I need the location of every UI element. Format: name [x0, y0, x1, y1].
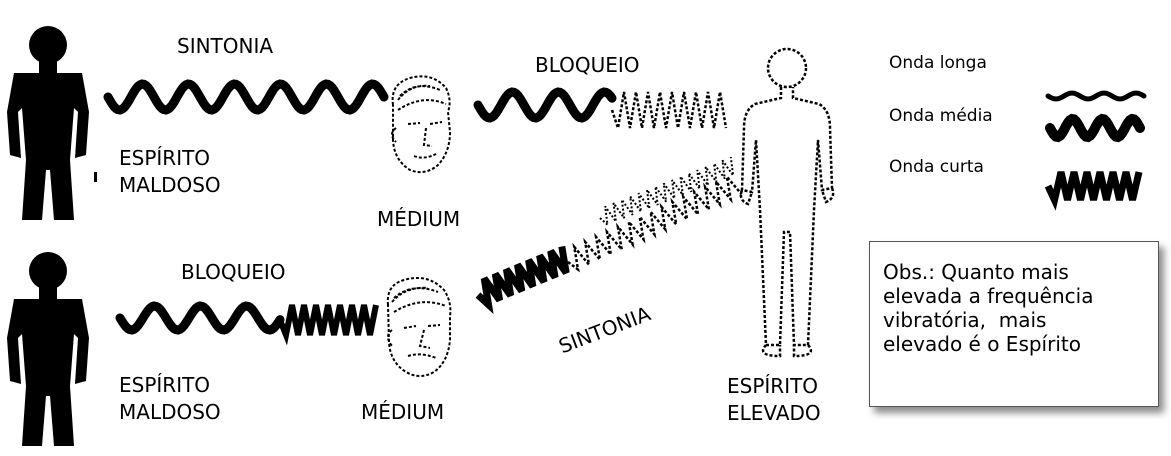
legend-long-wave-icon	[1045, 90, 1147, 102]
bottom-block-medium-wave	[115, 301, 285, 335]
stray-mark	[94, 172, 97, 182]
diagonal-short-wave-thin	[567, 172, 743, 273]
top-block-medium-wave	[473, 87, 617, 123]
note-line-3: vibratória, mais	[883, 308, 1047, 332]
diagonal-short-wave-dotted	[599, 156, 735, 228]
elevated-spirit-outline-figure-icon	[739, 47, 835, 358]
label-bloqueio-top: BLOQUEIO	[535, 53, 640, 77]
note-line-4: elevado é o Espírito	[883, 332, 1081, 356]
label-maldoso-bottom: MALDOSO	[119, 400, 221, 424]
diagonal-short-wave-thick	[475, 245, 570, 315]
label-espirito-elevado-2: ELEVADO	[727, 401, 821, 425]
legend-long-label: Onda longa	[889, 53, 987, 73]
label-medium-bottom: MÉDIUM	[361, 400, 445, 424]
top-block-short-wave	[610, 91, 728, 129]
note-line-2: elevada a frequência	[883, 284, 1094, 308]
label-espirito-bottom: ESPÍRITO	[119, 373, 211, 397]
bottom-block-short-wave	[277, 304, 379, 346]
evil-spirit-bottom-silhouette-icon	[7, 252, 89, 446]
note-line-1: Obs.: Quanto mais	[883, 260, 1069, 284]
label-espirito-elevado-1: ESPÍRITO	[727, 374, 819, 398]
legend-short-label: Onda curta	[889, 157, 984, 177]
note-box: Obs.: Quanto mais elevada a frequência v…	[869, 241, 1159, 407]
legend-medium-wave-icon	[1045, 113, 1145, 143]
evil-spirit-top-silhouette-icon	[7, 26, 89, 220]
label-sintonia-top: SINTONIA	[177, 34, 274, 58]
legend-medium-label: Onda média	[889, 106, 993, 126]
medium-bottom-head-icon	[386, 277, 452, 377]
top-medium-wave	[103, 79, 389, 115]
label-espirito-top: ESPÍRITO	[119, 146, 211, 170]
label-medium-top: MÉDIUM	[377, 207, 461, 231]
label-maldoso-top: MALDOSO	[119, 173, 221, 197]
legend-short-wave-icon	[1044, 171, 1143, 211]
medium-top-head-icon	[391, 75, 452, 174]
label-bloqueio-bottom: BLOQUEIO	[181, 260, 286, 284]
